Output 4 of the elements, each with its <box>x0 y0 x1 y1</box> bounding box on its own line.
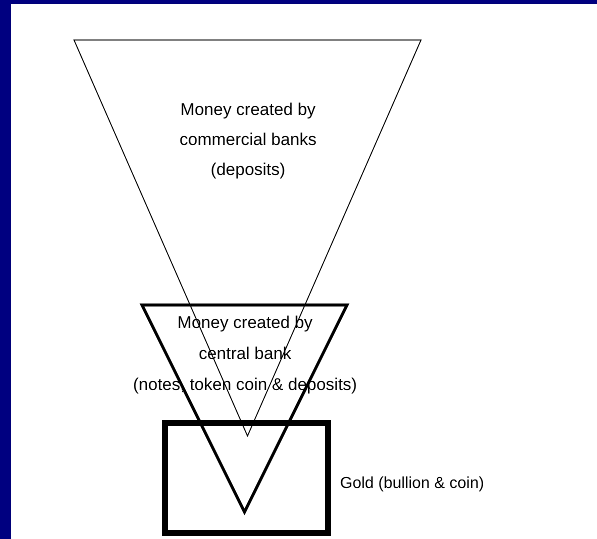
inverted-triangle <box>74 40 421 436</box>
shape-label: Money created by commercial banks (deposits) <box>178 99 318 181</box>
caption-text: Gold (bullion & coin) <box>340 475 484 493</box>
rectangle-box <box>162 420 331 536</box>
